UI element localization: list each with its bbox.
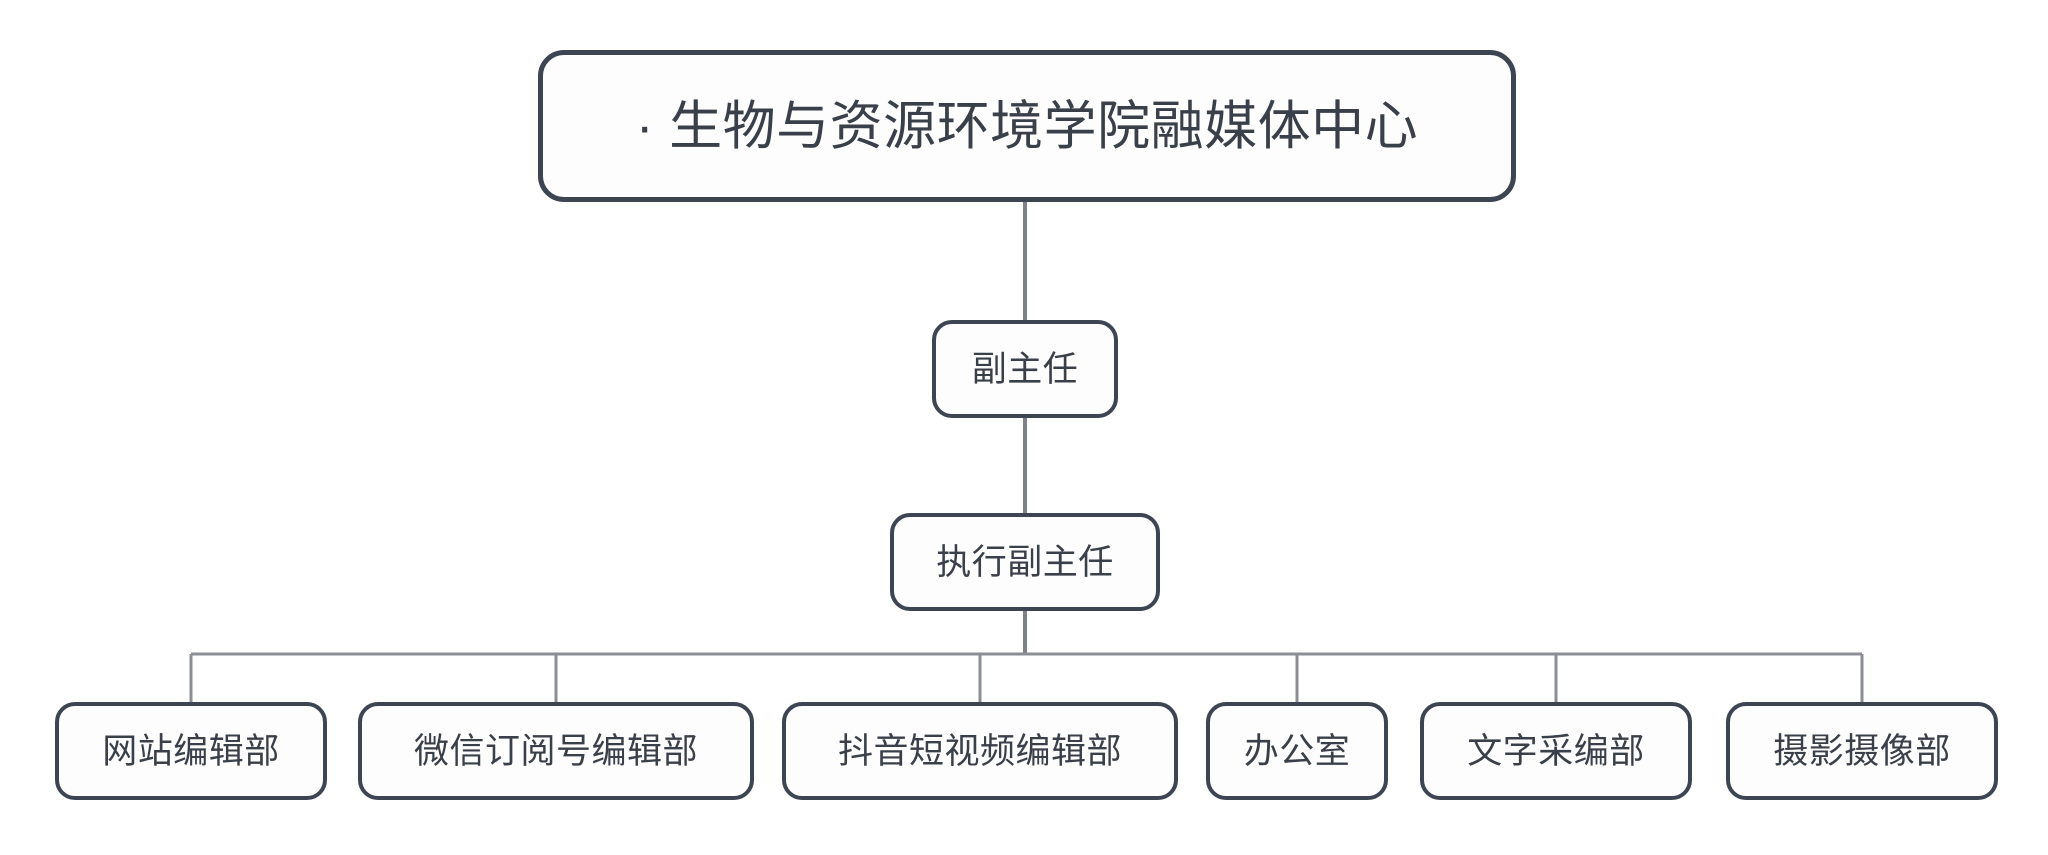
org-node-root-label: · 生物与资源环境学院融媒体中心 [635,96,1419,156]
org-node-department[interactable]: 抖音短视频编辑部 [782,702,1178,800]
org-node-department-label: 摄影摄像部 [1773,731,1951,771]
org-node-department[interactable]: 网站编辑部 [55,702,327,800]
org-node-department-label: 办公室 [1243,731,1351,771]
org-node-department[interactable]: 办公室 [1206,702,1388,800]
org-node-executive-deputy-director[interactable]: 执行副主任 [890,513,1160,611]
org-node-deputy-director-label: 副主任 [971,349,1079,389]
org-node-deputy-director[interactable]: 副主任 [932,320,1118,418]
org-node-department[interactable]: 文字采编部 [1420,702,1692,800]
org-node-department-label: 抖音短视频编辑部 [837,731,1122,771]
org-node-department-label: 文字采编部 [1467,731,1645,771]
org-node-department[interactable]: 微信订阅号编辑部 [358,702,754,800]
org-node-executive-deputy-director-label: 执行副主任 [936,542,1114,582]
org-node-department[interactable]: 摄影摄像部 [1726,702,1998,800]
org-node-department-label: 网站编辑部 [102,731,280,771]
org-node-root[interactable]: · 生物与资源环境学院融媒体中心 [538,50,1516,202]
org-node-department-label: 微信订阅号编辑部 [413,731,698,771]
